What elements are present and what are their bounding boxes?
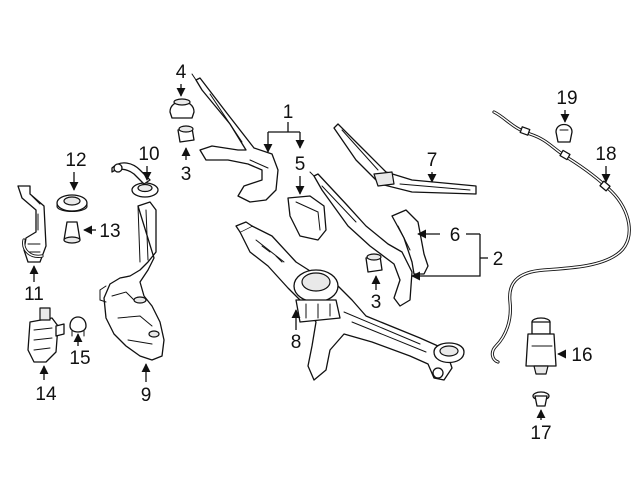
wiper-arm-left: [191, 73, 279, 203]
arm-cover: [287, 195, 327, 241]
callout-11: 11: [24, 284, 44, 305]
callout-6: 6: [450, 225, 461, 246]
washer-pump: [27, 307, 65, 363]
callout-3-lower: 3: [371, 292, 382, 313]
callout-4: 4: [176, 62, 187, 83]
callout-15: 15: [69, 348, 90, 369]
callout-19: 19: [556, 88, 577, 109]
arm-nut-upper: [177, 125, 195, 143]
callout-9: 9: [141, 385, 152, 406]
pump-grommet: [69, 316, 87, 337]
wiper-linkage-motor: [235, 221, 465, 381]
hose-clip: [555, 123, 573, 143]
callout-14: 14: [35, 384, 57, 405]
pump-seal: [532, 391, 550, 407]
small-cap: [63, 221, 81, 244]
callout-17: 17: [530, 423, 551, 444]
washer-hose-assembly: [490, 110, 631, 364]
callout-7: 7: [427, 150, 438, 171]
nut-cap: [169, 98, 195, 119]
callout-labels: 1 2 3 3 4 5 6 7 8 9 10 11 12 13 14 15 16…: [24, 62, 616, 444]
callout-16: 16: [571, 345, 592, 366]
washer-fluid-reservoir: [99, 201, 165, 361]
callout-3-upper: 3: [181, 164, 192, 185]
washer-pump-right: [525, 317, 557, 375]
callout-1: 1: [283, 102, 294, 123]
grommet: [56, 194, 88, 212]
arm-nut-lower: [365, 253, 383, 273]
leader-lines: [29, 84, 611, 420]
callout-10: 10: [138, 144, 159, 165]
filler-cap: [111, 162, 159, 198]
wiper-blade: [333, 123, 477, 195]
callout-18: 18: [595, 144, 616, 165]
callout-5: 5: [295, 154, 306, 175]
callout-13: 13: [99, 221, 120, 242]
callout-8: 8: [291, 332, 302, 353]
callout-12: 12: [65, 150, 86, 171]
callout-2: 2: [493, 249, 504, 270]
wiper-arm-right: [309, 171, 429, 307]
washer-hose-bracket: [17, 185, 47, 263]
